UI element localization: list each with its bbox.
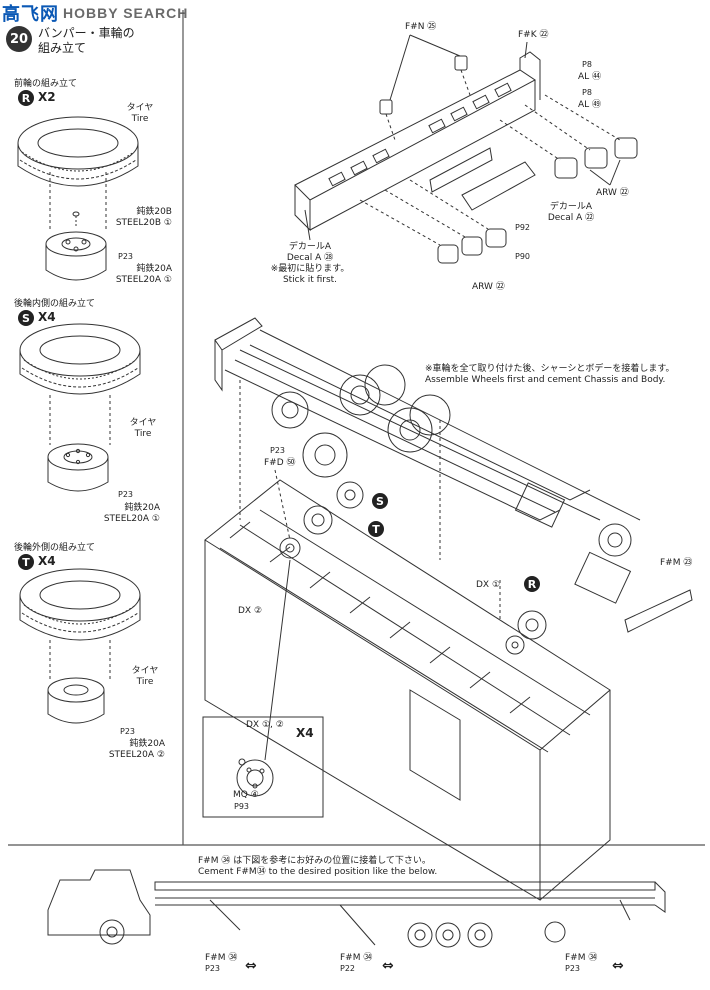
chassis-dx1-label: DX ① [476, 580, 501, 590]
bumper-ref8b: P8 [582, 88, 592, 97]
wheel-rear-inner-drawing [47, 443, 109, 492]
inset-mq-label: MQ ④ [233, 790, 259, 800]
watermark-logo: 高飞网 HOBBY SEARCH [2, 2, 188, 24]
bumper-decal-a2-label: デカールA Decal A ㉒ [547, 202, 595, 223]
bumper-fk-label: F#K ㉒ [518, 30, 549, 40]
rear-inner-heading: 後輪内側の組み立て [14, 299, 96, 309]
chassis-badge-s: S [372, 493, 388, 509]
front-part3-label: 鈍鉄20A STEEL20A ① [115, 264, 172, 285]
inset-ref: P93 [234, 802, 250, 811]
bumper-al54-label: AL ㊹ [578, 72, 602, 82]
rear-outer-heading: 後輪外側の組み立て [14, 543, 96, 553]
chassis-drawing [214, 317, 693, 655]
rear-outer-ref: P23 [120, 727, 136, 736]
badge-t: T [18, 554, 34, 570]
bumper-arw72a-label: ARW ㉒ [596, 188, 629, 198]
side-view-truck-drawing [47, 869, 666, 948]
chassis-badge-r: R [524, 576, 540, 592]
rear-outer-part-label: 鈍鉄20A STEEL20A ② [108, 739, 165, 760]
wheel-front-drawing [45, 211, 107, 281]
tire-front-drawing [17, 116, 139, 232]
badge-s: S [18, 310, 34, 326]
tire-rear-outer-drawing [19, 568, 141, 680]
chassis-note: ※車輪を全て取り付けた後、シャーシとボデーを接着します。 Assemble Wh… [425, 364, 675, 385]
bottom-label-1: F#M ㉞ P23 [205, 953, 238, 973]
front-wheel-qty: X2 [38, 90, 56, 104]
inset-frame [202, 716, 324, 818]
badge-r: R [18, 90, 34, 106]
rear-inner-ref: P23 [118, 490, 134, 499]
rear-outer-qty: X4 [38, 554, 56, 568]
step-title-line1: バンパー・車輪の [38, 26, 135, 40]
front-part1-label: 鈍鉄20B STEEL20B ① [115, 207, 172, 228]
bottom-label-2: F#M ㉞ P22 [340, 953, 373, 973]
rear-inner-qty: X4 [38, 310, 56, 324]
tire-rear-inner-drawing [19, 323, 141, 445]
double-arrow-icon: ⇔ [245, 958, 257, 974]
bumper-al53-label: AL ㊾ [578, 100, 602, 110]
bumper-ref8a: P8 [582, 60, 592, 69]
chassis-ref23: P23 [270, 446, 286, 455]
chassis-dx2-label: DX ② [238, 606, 263, 616]
front-tire-label: タイヤ Tire [126, 103, 154, 124]
bumper-drawing [294, 34, 638, 264]
step-title-line2: 組み立て [38, 41, 87, 55]
rear-inner-tire-label: タイヤ Tire [129, 418, 157, 439]
bumper-fn-label: F#N ㉕ [405, 22, 437, 32]
bumper-ref90: P90 [515, 252, 531, 261]
inset-wheel-drawing [236, 559, 291, 797]
inset-dx-label: DX ①, ② [246, 720, 284, 730]
watermark-brand-en: HOBBY SEARCH [63, 5, 189, 21]
double-arrow-icon: ⇔ [612, 958, 624, 974]
double-arrow-icon: ⇔ [382, 958, 394, 974]
step-title: バンパー・車輪の 組み立て [38, 26, 135, 56]
bottom-label-3: F#M ㉞ P23 [565, 953, 598, 973]
bumper-decal-a-label: デカールA Decal A ㉘ ※最初に貼ります。 Stick it first… [270, 242, 350, 285]
inset-qty: X4 [296, 726, 314, 740]
rear-inner-part-label: 鈍鉄20A STEEL20A ① [103, 503, 160, 524]
step-number-badge: 20 [6, 26, 32, 52]
front-part2-ref: P23 [118, 252, 134, 261]
leader-lines [239, 380, 501, 620]
chassis-fd-label: F#D ㊿ [264, 458, 296, 468]
chassis-badge-t: T [368, 521, 384, 537]
bottom-note: F#M ㉞ は下図を参考にお好みの位置に接着して下さい。 Cement F#M㉞… [198, 856, 438, 877]
chassis-fm-label: F#M ㉓ [660, 558, 693, 568]
front-wheel-heading: 前輪の組み立て [14, 79, 78, 89]
watermark-brand-cn: 高飞网 [2, 4, 59, 24]
body-drawing [204, 479, 611, 901]
bumper-arw72b-label: ARW ㉒ [472, 282, 505, 292]
rear-outer-tire-label: タイヤ Tire [131, 666, 159, 687]
wheel-rear-outer-drawing [47, 677, 105, 724]
bumper-ref92: P92 [515, 223, 531, 232]
